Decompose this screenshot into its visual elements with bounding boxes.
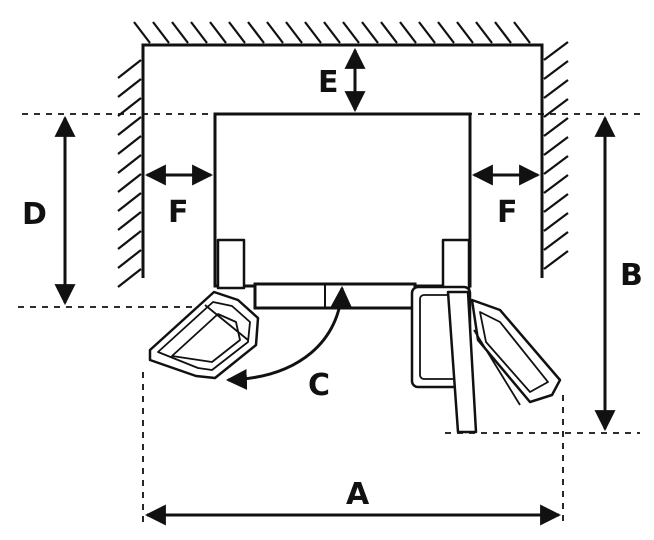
hatch-stroke xyxy=(117,211,142,231)
hatch-stroke xyxy=(543,60,569,80)
label-c: C xyxy=(308,368,330,403)
hatch-stroke xyxy=(543,174,569,194)
hatch-stroke xyxy=(418,21,436,44)
hatch-stroke xyxy=(543,212,569,232)
dimension-arrows xyxy=(54,47,616,526)
hatch-stroke xyxy=(543,155,569,175)
hatch-stroke xyxy=(543,136,569,156)
hatch-stroke xyxy=(399,21,417,44)
alcove-wall xyxy=(117,21,569,288)
hatch-stroke xyxy=(266,21,284,44)
hatch-stroke xyxy=(117,154,142,174)
hatch-stroke xyxy=(117,230,142,250)
door-swing-arc-c xyxy=(225,285,352,390)
hatch-stroke xyxy=(117,249,142,269)
hatch-stroke xyxy=(543,250,569,270)
hatch-stroke xyxy=(475,21,493,44)
wall-hatching-left xyxy=(117,59,142,288)
hatch-stroke xyxy=(380,21,398,44)
hatch-stroke xyxy=(133,21,151,44)
left-door xyxy=(148,238,260,380)
hatch-stroke xyxy=(209,21,227,44)
appliance-body xyxy=(213,112,472,310)
hatch-stroke xyxy=(247,21,265,44)
hatch-stroke xyxy=(456,21,474,44)
hatch-stroke xyxy=(152,21,170,44)
hatch-stroke xyxy=(228,21,246,44)
hatch-stroke xyxy=(304,21,322,44)
label-d: D xyxy=(22,197,47,232)
hatch-stroke xyxy=(543,98,569,118)
hatch-stroke xyxy=(494,21,512,44)
hatch-stroke xyxy=(117,268,142,288)
hatch-stroke xyxy=(437,21,455,44)
label-f-left: F xyxy=(168,195,189,230)
hatch-stroke xyxy=(543,41,569,61)
hatch-stroke xyxy=(171,21,189,44)
hatch-stroke xyxy=(117,116,142,136)
hatch-stroke xyxy=(323,21,341,44)
label-b: B xyxy=(620,258,643,293)
right-door xyxy=(410,238,562,434)
hatch-stroke xyxy=(190,21,208,44)
wall-hatching-right xyxy=(543,41,569,270)
wall-hatching-top xyxy=(133,21,531,44)
hatch-stroke xyxy=(543,193,569,213)
hatch-stroke xyxy=(117,78,142,98)
hatch-stroke xyxy=(342,21,360,44)
hatch-stroke xyxy=(117,192,142,212)
hatch-stroke xyxy=(117,97,142,117)
label-f-right: F xyxy=(497,195,518,230)
dimension-labels: E D F F B C A xyxy=(22,65,643,512)
hatch-stroke xyxy=(513,21,531,44)
hatch-stroke xyxy=(117,135,142,155)
label-e: E xyxy=(318,65,339,100)
hatch-stroke xyxy=(117,173,142,193)
hatch-stroke xyxy=(361,21,379,44)
hatch-stroke xyxy=(543,117,569,137)
reference-lines xyxy=(18,113,640,525)
label-a: A xyxy=(346,477,370,512)
hatch-stroke xyxy=(543,79,569,99)
hatch-stroke xyxy=(117,59,142,79)
hatch-stroke xyxy=(285,21,303,44)
hatch-stroke xyxy=(543,231,569,251)
